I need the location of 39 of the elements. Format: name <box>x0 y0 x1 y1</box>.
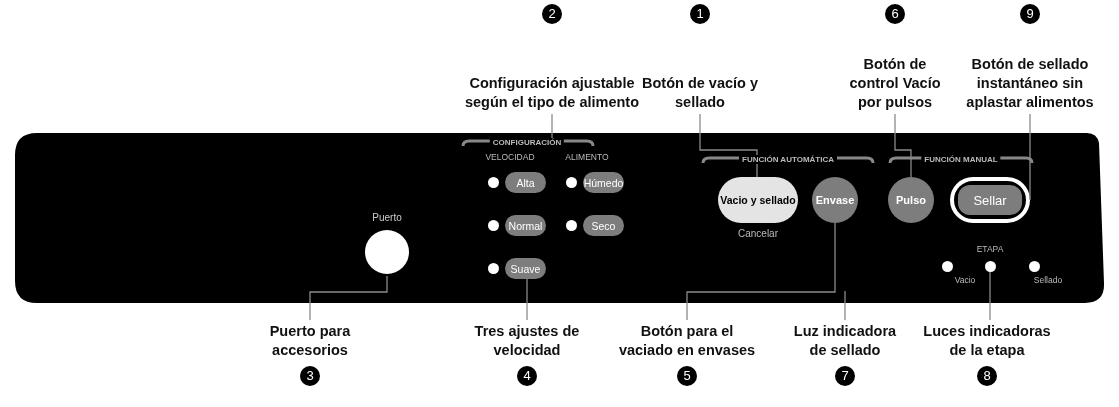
leader-line <box>309 275 388 321</box>
leader-line <box>894 113 912 178</box>
callout-text: Luces indicadoras de la etapa <box>922 322 1052 360</box>
panel-label: Sellado <box>1033 275 1063 285</box>
callout-text: Luz indicadora de sellado <box>792 322 898 360</box>
leader-line <box>686 222 836 321</box>
section-heading: FUNCIÓN MANUAL <box>921 155 1001 164</box>
callout-number: 4 <box>517 366 537 386</box>
leader-line <box>989 271 991 321</box>
callout-text: Botón de control Vacío por pulsos <box>848 55 942 112</box>
callout-text: Configuración ajustable según el tipo de alimento <box>464 74 640 112</box>
leader-line <box>1029 113 1031 201</box>
panel-label: ALIMENTO <box>565 152 609 162</box>
callout-number: 3 <box>300 366 320 386</box>
indicator-light <box>942 261 953 272</box>
callout-number: 7 <box>835 366 855 386</box>
callout-text: Botón de sellado instantáneo sin aplastar alimentos <box>965 55 1095 112</box>
panel-label: ETAPA <box>976 244 1004 254</box>
callout-number: 8 <box>977 366 997 386</box>
section-heading: CONFIGURACIÓN <box>489 138 565 147</box>
leader-line <box>526 278 528 321</box>
callout-number: 6 <box>885 4 905 24</box>
panel-label: VELOCIDAD <box>485 152 535 162</box>
indicator-light <box>985 261 996 272</box>
indicator-light <box>1029 261 1040 272</box>
seal-button: Sellar <box>958 185 1022 215</box>
section-heading: FUNCIÓN AUTOMÁTICA <box>739 155 837 164</box>
port-label: Puerto <box>371 212 403 223</box>
leader-line <box>699 113 758 178</box>
callout-text: Tres ajustes de velocidad <box>473 322 581 360</box>
callout-number: 1 <box>690 4 710 24</box>
callout-text: Botón para el vaciado en envases <box>617 322 757 360</box>
leader-line <box>844 290 846 321</box>
callout-text: Puerto para accesorios <box>268 322 352 360</box>
callout-number: 5 <box>677 366 697 386</box>
callout-number: 9 <box>1020 4 1040 24</box>
panel-label: Vacio <box>954 275 976 285</box>
callout-number: 2 <box>542 4 562 24</box>
button-caption: Cancelar <box>737 228 779 239</box>
